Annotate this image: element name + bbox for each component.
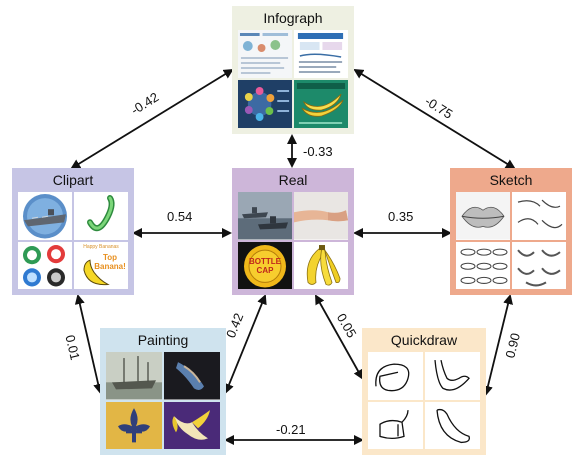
arrow-real-painting <box>224 294 267 394</box>
real-bananas-image <box>294 241 348 289</box>
clipart-banana-image: Happy Bananas Top Banana! <box>74 241 128 289</box>
arrow-infograph-clipart <box>70 68 234 170</box>
edge-label-painting-quickdraw: -0.21 <box>276 422 306 437</box>
clipart-bottle-caps-image <box>18 241 72 289</box>
panel-painting: Painting <box>100 328 226 455</box>
painting-banana-image <box>164 401 220 449</box>
panel-sketch: Sketch <box>450 168 572 295</box>
edge-label-clipart-real: 0.54 <box>167 209 193 224</box>
quickdraw-doodle-1 <box>368 352 423 400</box>
infograph-image-2 <box>294 30 348 78</box>
panel-title-clipart: Clipart <box>52 172 94 188</box>
sketch-arms-image <box>512 192 566 240</box>
edge-label-real-sketch: 0.35 <box>388 209 414 224</box>
real-bottle-cap-caption: BOTTLE CAP <box>249 256 281 275</box>
clipart-banana-caption: Top Banana! <box>94 252 126 271</box>
panel-infograph: Infograph <box>232 6 354 134</box>
panel-real: Real BOTTLE CAP <box>232 168 354 295</box>
panel-title-real: Real <box>278 172 308 188</box>
panel-title-painting: Painting <box>137 332 189 348</box>
arrow-sketch-quickdraw <box>483 294 513 396</box>
quickdraw-doodle-3 <box>368 401 423 449</box>
real-warships-image <box>238 192 292 240</box>
real-bottle-cap-image: BOTTLE CAP <box>238 241 292 289</box>
quickdraw-doodle-2 <box>425 352 480 400</box>
panel-title-infograph: Infograph <box>263 10 323 26</box>
arrow-clipart-painting <box>74 294 104 394</box>
panel-clipart: Clipart <box>12 168 134 295</box>
arrow-real-quickdraw <box>315 294 363 380</box>
sketch-bananas-image <box>512 241 566 289</box>
edge-label-infograph-real: -0.33 <box>303 144 333 159</box>
sketch-lips-image <box>456 192 510 240</box>
clipart-top-caption: Happy Bananas <box>83 243 119 250</box>
infograph-image-1 <box>238 30 292 78</box>
panel-title-sketch: Sketch <box>489 172 533 188</box>
painting-ship-image <box>106 352 162 400</box>
infograph-image-3 <box>238 80 292 128</box>
real-arm-image <box>294 192 348 240</box>
clipart-green-stroke-image <box>74 192 128 240</box>
painting-fleur-de-lis-image <box>106 401 162 449</box>
sketch-bottle-caps-image <box>456 241 510 289</box>
quickdraw-doodle-4 <box>425 401 480 449</box>
clipart-aircraft-carrier-image <box>18 192 72 240</box>
arrow-infograph-sketch <box>353 68 516 170</box>
infograph-image-4 <box>294 80 348 128</box>
panel-quickdraw: Quickdraw <box>362 328 486 455</box>
painting-hand-image <box>164 352 220 400</box>
panel-title-quickdraw: Quickdraw <box>390 332 458 348</box>
